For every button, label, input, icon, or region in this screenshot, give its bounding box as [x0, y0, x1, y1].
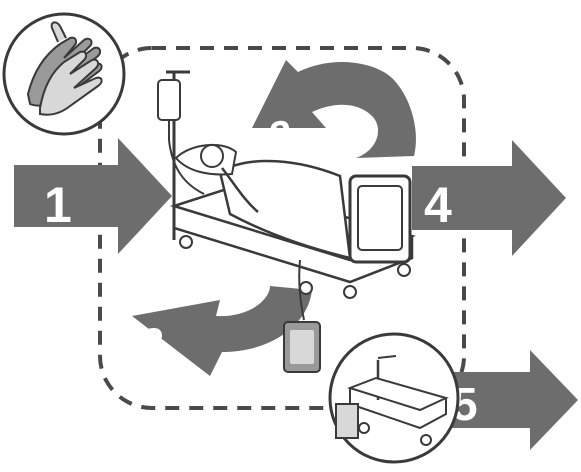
empty-bed-icon: [330, 334, 458, 462]
moment-4-number: 4: [424, 177, 452, 233]
hands-rubbing-icon: [4, 14, 124, 134]
moment-1-number: 1: [44, 177, 72, 233]
patient-in-bed-icon: [174, 145, 412, 298]
moment-4-arrow: 4: [412, 140, 566, 256]
moment-1-arrow: 1: [14, 138, 172, 254]
moment-2-arrow: 2: [252, 60, 416, 159]
moment-5-arrow: 5: [440, 350, 578, 450]
